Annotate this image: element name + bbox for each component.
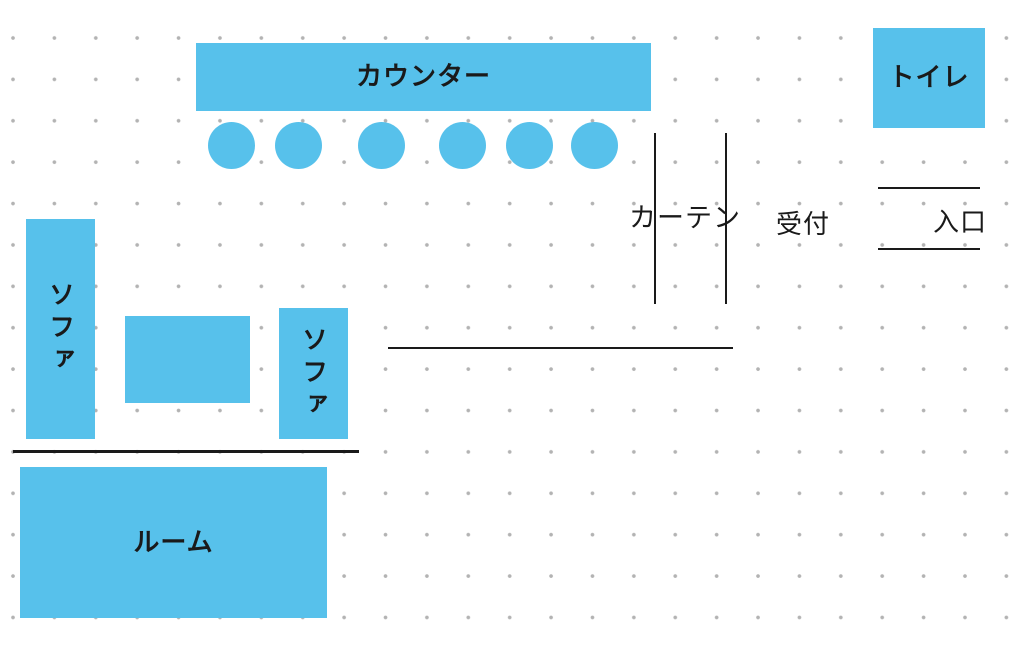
counter-stool[interactable] — [571, 122, 618, 169]
room-label: ルーム — [133, 526, 214, 557]
entrance-label[interactable]: 入口 — [933, 207, 988, 237]
table-shape[interactable] — [125, 316, 250, 403]
counter-stool[interactable] — [506, 122, 553, 169]
entrance-wall-line-bottom[interactable] — [878, 248, 980, 250]
entrance-wall-line-top[interactable] — [878, 187, 980, 189]
mid-wall-line[interactable] — [388, 347, 733, 349]
curtain-label[interactable]: カーテン — [629, 203, 741, 233]
toilet-label: トイレ — [888, 62, 970, 93]
sofa-wall-line[interactable] — [13, 450, 359, 453]
counter-label: カウンター — [355, 61, 491, 92]
counter-stool[interactable] — [208, 122, 255, 169]
counter-stool[interactable] — [275, 122, 322, 169]
counter-stool[interactable] — [358, 122, 405, 169]
toilet-shape[interactable]: トイレ — [873, 28, 985, 128]
room-shape[interactable]: ルーム — [20, 467, 327, 618]
curtain-line-left[interactable] — [654, 133, 656, 304]
sofa-right-label: ソファ — [298, 325, 329, 422]
sofa-right-shape[interactable]: ソファ — [279, 308, 348, 439]
counter-shape[interactable]: カウンター — [196, 43, 651, 111]
counter-stool[interactable] — [439, 122, 486, 169]
reception-label[interactable]: 受付 — [776, 209, 831, 239]
sofa-left-shape[interactable]: ソファ — [26, 219, 95, 439]
sofa-left-label: ソファ — [45, 281, 76, 377]
curtain-line-right[interactable] — [725, 133, 727, 304]
